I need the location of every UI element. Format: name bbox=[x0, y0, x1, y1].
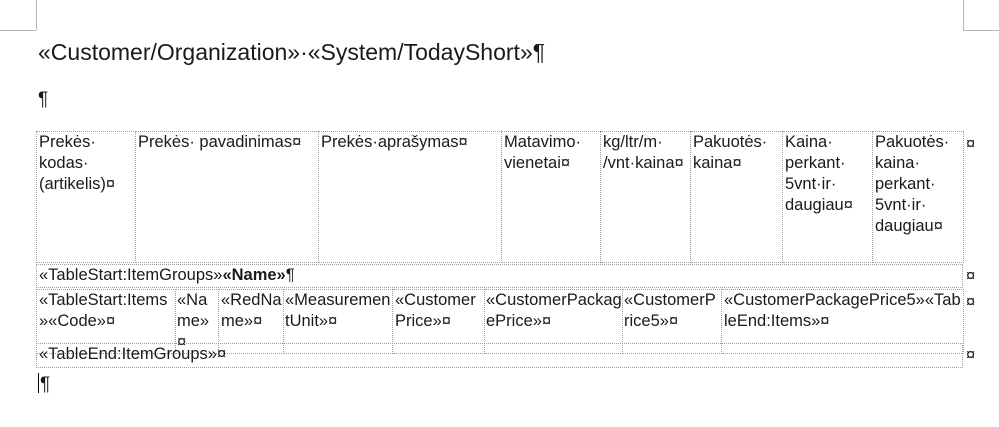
header-cell-description[interactable]: Prekės·aprašymas¤ bbox=[318, 131, 502, 263]
header-cell-price-5plus[interactable]: Kaina· perkant· 5vnt·ir· daugiau¤ bbox=[782, 131, 873, 263]
table-header-row: Prekės· kodas· (artikelis)¤ Prekės· pava… bbox=[36, 131, 964, 263]
group-name-field: «Name» bbox=[222, 266, 286, 284]
final-paragraph-mark: ¶ bbox=[40, 374, 51, 395]
crop-mark-top-left-vertical bbox=[36, 0, 37, 30]
final-paragraph[interactable]: ¶ bbox=[38, 373, 50, 397]
group-end-cell[interactable]: «TableEnd:ItemGroups»¤ bbox=[36, 343, 963, 368]
group-start-table: «TableStart:ItemGroups»«Name»¶ bbox=[36, 264, 963, 288]
group-end-table: «TableEnd:ItemGroups»¤ bbox=[36, 343, 963, 368]
header-cell-unit[interactable]: Matavimo· vienetai¤ bbox=[501, 131, 601, 263]
header-cell-package-price[interactable]: Pakuotės· kaina¤ bbox=[690, 131, 783, 263]
header-table: Prekės· kodas· (artikelis)¤ Prekės· pava… bbox=[36, 131, 964, 263]
header-cell-name[interactable]: Prekės· pavadinimas¤ bbox=[135, 131, 319, 263]
crop-mark-top-right-vertical bbox=[963, 0, 964, 30]
header-cell-unit-price[interactable]: kg/ltr/m· /vnt·kaina¤ bbox=[600, 131, 691, 263]
group-start-field: «TableStart:ItemGroups» bbox=[39, 266, 223, 284]
paragraph-mark: ¶ bbox=[285, 266, 295, 284]
header-cell-package-price-5plus[interactable]: Pakuotės· kaina· perkant· 5vnt·ir· daugi… bbox=[872, 131, 964, 263]
document-heading-merge-fields[interactable]: «Customer/Organization»·«System/TodaySho… bbox=[38, 39, 546, 65]
group-start-cell[interactable]: «TableStart:ItemGroups»«Name»¶ bbox=[36, 264, 963, 288]
empty-paragraph[interactable]: ¶ bbox=[38, 89, 49, 110]
crop-mark-top-left-horizontal bbox=[0, 30, 36, 31]
row-end-mark: ¤ bbox=[966, 293, 976, 311]
text-cursor bbox=[38, 373, 39, 393]
row-end-mark: ¤ bbox=[966, 346, 976, 364]
row-end-mark: ¤ bbox=[966, 135, 976, 153]
header-cell-code[interactable]: Prekės· kodas· (artikelis)¤ bbox=[36, 131, 136, 263]
row-end-mark: ¤ bbox=[966, 267, 976, 285]
crop-mark-top-right-horizontal bbox=[963, 30, 999, 31]
